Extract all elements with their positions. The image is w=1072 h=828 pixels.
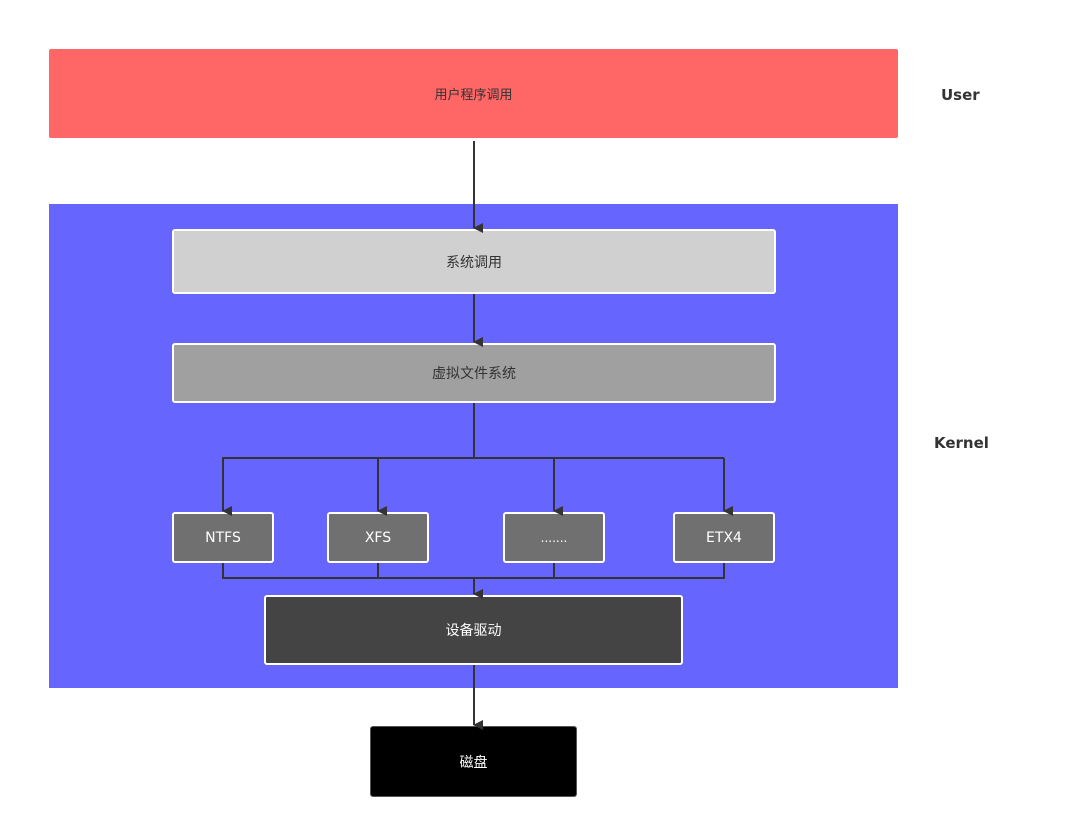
driver-label: 设备驱动 [445, 623, 502, 639]
disk-label: 磁盘 [459, 754, 488, 771]
fs-label-etx4: ETX4 [706, 529, 742, 546]
vfs-node: 虚拟文件系统 [172, 343, 776, 403]
vfs-label: 虚拟文件系统 [432, 366, 516, 382]
fs-label-more: ....... [540, 530, 568, 545]
user-layer-label: User [941, 86, 980, 104]
fs-label-xfs: XFS [364, 529, 392, 546]
disk-node: 磁盘 [370, 726, 577, 797]
user-layer-band: 用户程序调用 [49, 49, 898, 138]
user-call-label: 用户程序调用 [434, 88, 513, 103]
syscall-label: 系统调用 [446, 254, 502, 271]
fs-label-ntfs: NTFS [205, 529, 241, 546]
syscall-node: 系统调用 [172, 229, 776, 294]
kernel-layer-label: Kernel [934, 434, 989, 452]
